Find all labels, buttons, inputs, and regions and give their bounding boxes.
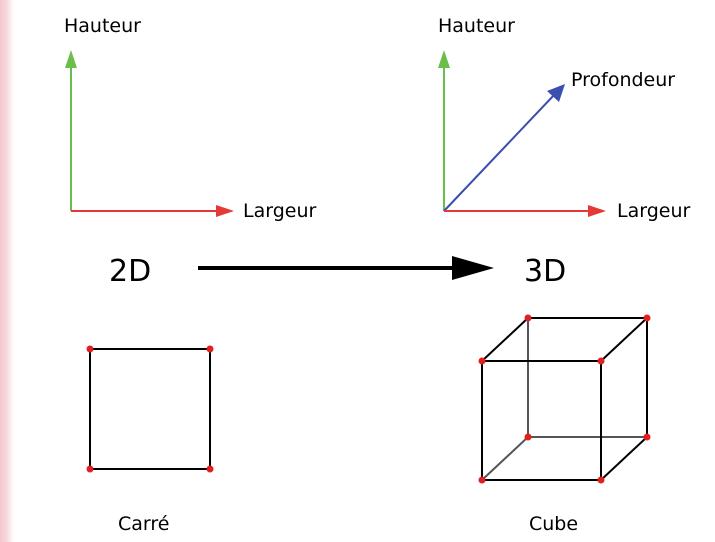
square-label: Carré xyxy=(118,513,169,535)
cube-edge xyxy=(600,317,648,362)
cube-vertex xyxy=(524,433,532,441)
cube-vertex xyxy=(478,476,486,484)
cube-hidden-edge xyxy=(481,436,529,481)
horizontal-axis-2d-arrowhead xyxy=(216,205,234,217)
profondeur-label-3d: Profondeur xyxy=(571,69,675,91)
square-outline xyxy=(89,348,211,470)
transition-arrow-head xyxy=(452,256,494,280)
depth-axis-3d xyxy=(443,93,556,212)
square-shape: Carré xyxy=(86,345,214,535)
depth-axis-3d-arrowhead xyxy=(547,84,565,102)
cube-vertex xyxy=(643,433,651,441)
cube-edge xyxy=(600,436,648,481)
cube-front-face xyxy=(481,360,602,481)
square-vertex xyxy=(206,345,214,353)
cube-vertex xyxy=(643,314,651,322)
cube-vertex xyxy=(524,314,532,322)
vertical-axis-2d-arrowhead xyxy=(65,50,77,68)
largeur-label-3d: Largeur xyxy=(617,200,690,222)
square-vertex xyxy=(86,465,94,473)
cube-label: Cube xyxy=(529,513,578,535)
axes-2d: Hauteur Largeur xyxy=(64,15,316,222)
hauteur-label-2d: Hauteur xyxy=(64,15,141,37)
horizontal-axis-3d-arrowhead xyxy=(588,205,606,217)
hauteur-label-3d: Hauteur xyxy=(438,15,515,37)
cube-vertex xyxy=(597,476,605,484)
square-vertex xyxy=(206,465,214,473)
largeur-label-2d: Largeur xyxy=(243,200,316,222)
cube-vertex xyxy=(597,357,605,365)
transition: 2D 3D xyxy=(109,254,566,289)
cube-shape: Cube xyxy=(478,314,651,535)
vertical-axis-3d-arrowhead xyxy=(438,50,450,68)
cube-edge xyxy=(481,317,529,362)
label-2d: 2D xyxy=(109,254,151,289)
axes-3d: Hauteur Profondeur Largeur xyxy=(438,15,690,222)
square-vertex xyxy=(86,345,94,353)
label-3d: 3D xyxy=(524,254,566,289)
cube-vertex xyxy=(478,357,486,365)
